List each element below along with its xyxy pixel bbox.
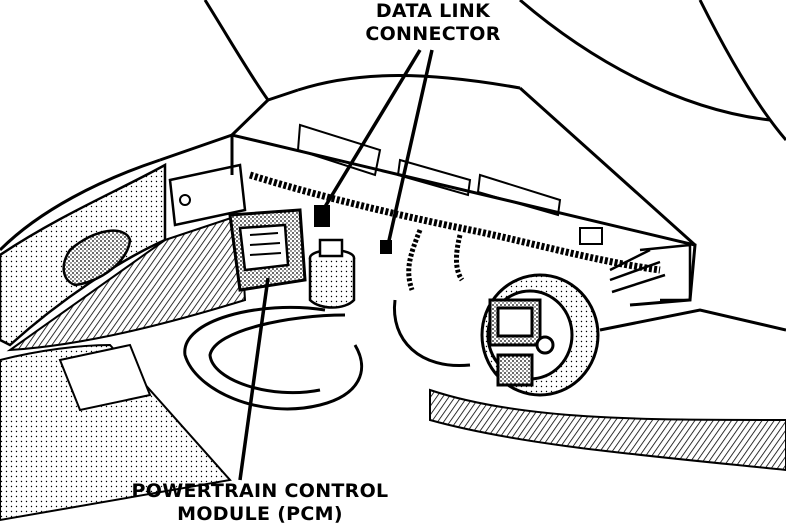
inner-fender	[6, 213, 247, 352]
brake-booster	[480, 273, 600, 397]
data-link-connector-label: DATA LINK CONNECTOR	[358, 0, 508, 46]
canister	[308, 238, 356, 309]
hood-outline	[0, 0, 786, 252]
pcm-module	[168, 163, 307, 292]
pcm-label-line1: POWERTRAIN CONTROL	[131, 480, 389, 502]
dlc-leader-2	[386, 49, 434, 246]
dlc-label-line2: CONNECTOR	[365, 23, 501, 45]
vacuum-hose	[183, 299, 471, 411]
lower-body	[0, 308, 786, 522]
wiring-harness	[248, 171, 692, 302]
leader-lines	[238, 49, 434, 481]
pcm-label-line2: MODULE (PCM)	[177, 503, 343, 525]
dlc-leader-1	[318, 49, 422, 216]
dlc-label-line1: DATA LINK	[375, 0, 491, 22]
pcm-leader	[238, 277, 270, 481]
pcm-label: POWERTRAIN CONTROL MODULE (PCM)	[100, 480, 420, 526]
firewall-cowl	[159, 86, 697, 307]
